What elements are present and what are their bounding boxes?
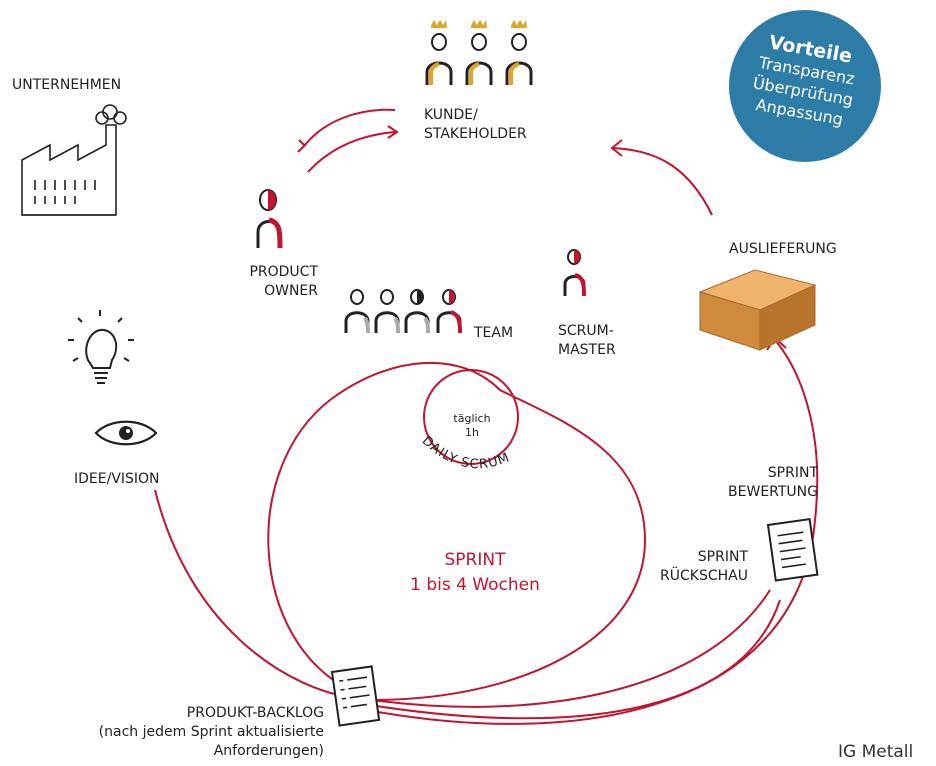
document-icon [330, 665, 381, 727]
daily-frequency-line1: täglich [453, 412, 491, 425]
daily-frequency: täglich 1h [434, 412, 510, 440]
sprint-bewertung-label: SPRINT BEWERTUNG [700, 464, 818, 502]
crowned-person-icon [425, 20, 533, 85]
sprint-cycle-lines [154, 336, 819, 725]
team-icon [344, 289, 462, 334]
idee-vision-label: IDEE/VISION [74, 471, 160, 487]
lightbulb-icon [68, 310, 134, 384]
factory-icon [21, 104, 127, 216]
sprint-bewertung-line1: SPRINT [767, 465, 818, 481]
box-icon [698, 269, 817, 351]
backlog-line3: Anforderungen) [213, 743, 324, 759]
sprint-bewertung-line2: BEWERTUNG [728, 484, 818, 500]
sprint-title: SPRINT [444, 550, 506, 570]
product-owner-label: PRODUCT OWNER [226, 263, 318, 301]
person-icon [256, 189, 283, 249]
backlog-line1: PRODUKT-BACKLOG [186, 705, 324, 721]
sprint-rueckschau-label: SPRINT RÜCKSCHAU [640, 548, 748, 586]
sprint-duration: 1 bis 4 Wochen [410, 575, 540, 595]
produkt-backlog-label: PRODUKT-BACKLOG (nach jedem Sprint aktua… [4, 704, 324, 761]
eye-icon [94, 420, 158, 446]
credit-label: IG Metall [838, 742, 914, 762]
team-label: TEAM [474, 325, 514, 341]
sprint-rueckschau-line2: RÜCKSCHAU [660, 568, 748, 584]
person-icon [563, 249, 586, 297]
product-owner-line2: OWNER [264, 283, 318, 299]
product-owner-line1: PRODUCT [249, 264, 318, 280]
sprint-rueckschau-line1: SPRINT [697, 549, 748, 565]
kunde-label-line1: KUNDE/ [424, 107, 478, 123]
document-icon [766, 518, 819, 582]
sprint-label: SPRINT 1 bis 4 Wochen [370, 548, 580, 598]
scrum-master-line1: SCRUM- [558, 323, 614, 339]
kunde-stakeholder-label: KUNDE/ STAKEHOLDER [424, 106, 527, 144]
daily-frequency-line2: 1h [465, 426, 479, 439]
scrum-master-line2: MASTER [558, 342, 616, 358]
top-cycle-arrows [297, 108, 713, 216]
scrum-master-label: SCRUM- MASTER [558, 322, 616, 360]
unternehmen-label: UNTERNEHMEN [12, 77, 122, 93]
auslieferung-label: AUSLIEFERUNG [729, 241, 837, 257]
kunde-label-line2: STAKEHOLDER [424, 126, 527, 142]
backlog-line2: (nach jedem Sprint aktualisierte [98, 724, 324, 740]
benefits-badge: Vorteile Transparenz Überprüfung Anpassu… [729, 10, 881, 162]
